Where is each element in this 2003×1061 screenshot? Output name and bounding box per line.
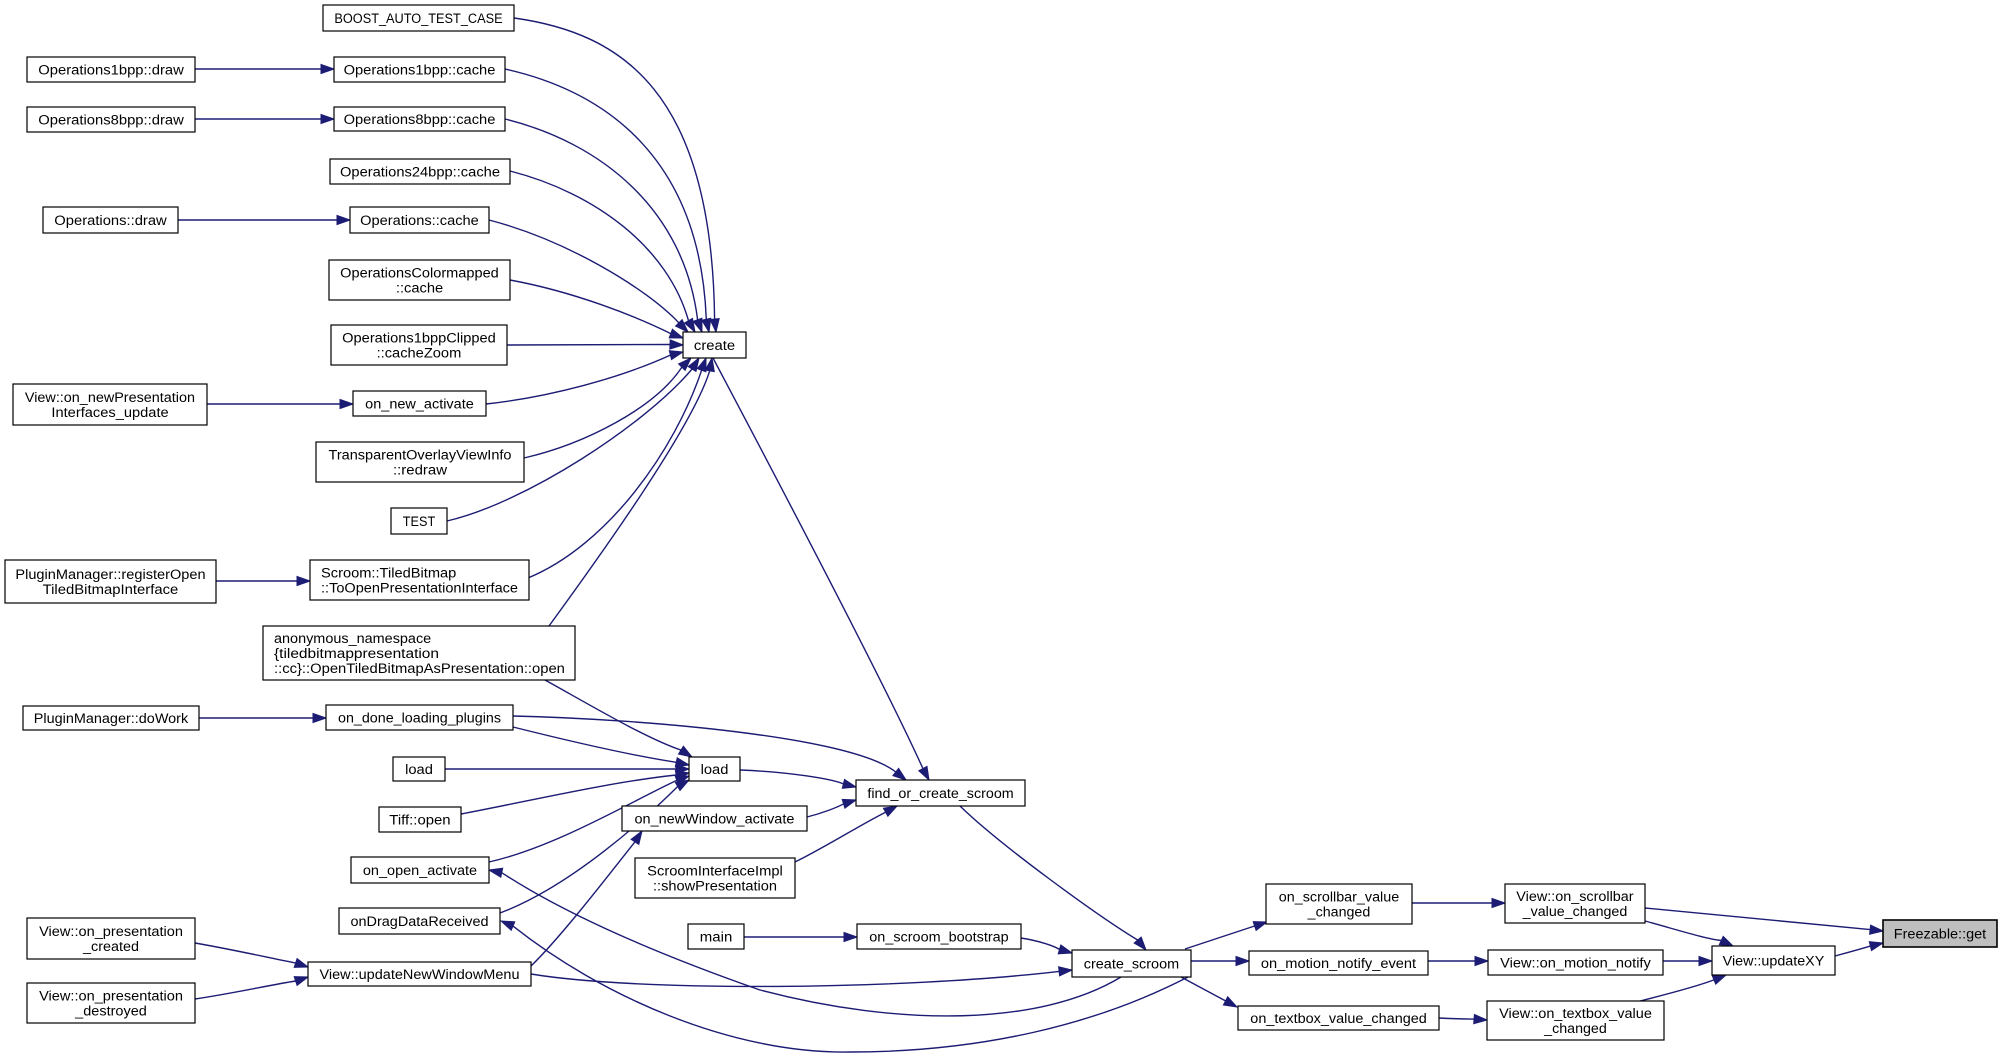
svg-text:Operations::draw: Operations::draw bbox=[54, 213, 167, 228]
svg-text:::cache: ::cache bbox=[396, 281, 443, 296]
svg-text:Operations1bpp::cache: Operations1bpp::cache bbox=[344, 63, 496, 78]
svg-text:on_new_activate: on_new_activate bbox=[365, 397, 474, 412]
svg-text:Operations1bpp::draw: Operations1bpp::draw bbox=[38, 63, 184, 78]
svg-text:TiledBitmapInterface: TiledBitmapInterface bbox=[43, 582, 179, 597]
svg-text:PluginManager::doWork: PluginManager::doWork bbox=[34, 711, 189, 726]
svg-text:::redraw: ::redraw bbox=[393, 463, 447, 478]
svg-text:OperationsColormapped: OperationsColormapped bbox=[340, 266, 499, 281]
svg-text:on_done_loading_plugins: on_done_loading_plugins bbox=[338, 711, 501, 726]
svg-text:anonymous_namespace: anonymous_namespace bbox=[274, 631, 431, 646]
svg-text:::cacheZoom: ::cacheZoom bbox=[377, 346, 462, 361]
svg-text:TransparentOverlayViewInfo: TransparentOverlayViewInfo bbox=[329, 448, 512, 463]
svg-text:create: create bbox=[694, 338, 735, 353]
svg-text:main: main bbox=[700, 930, 733, 945]
svg-text:{tiledbitmappresentation: {tiledbitmappresentation bbox=[274, 646, 439, 661]
svg-text:View::on_scrollbar: View::on_scrollbar bbox=[1516, 889, 1634, 904]
svg-text:find_or_create_scroom: find_or_create_scroom bbox=[867, 786, 1013, 801]
svg-text:::showPresentation: ::showPresentation bbox=[653, 879, 777, 894]
svg-text:Operations24bpp::cache: Operations24bpp::cache bbox=[340, 165, 500, 180]
svg-text:View::on_presentation: View::on_presentation bbox=[39, 989, 183, 1004]
svg-text:on_scroom_bootstrap: on_scroom_bootstrap bbox=[869, 930, 1008, 945]
svg-text:::ToOpenPresentationInterface: ::ToOpenPresentationInterface bbox=[321, 581, 518, 596]
svg-text:_destroyed: _destroyed bbox=[74, 1004, 147, 1019]
svg-text:Interfaces_update: Interfaces_update bbox=[51, 405, 168, 420]
svg-text:BOOST_AUTO_TEST_CASE: BOOST_AUTO_TEST_CASE bbox=[334, 11, 502, 26]
svg-text:ScroomInterfaceImpl: ScroomInterfaceImpl bbox=[647, 864, 783, 879]
svg-text:load: load bbox=[405, 762, 433, 777]
svg-text:View::on_motion_notify: View::on_motion_notify bbox=[1500, 956, 1651, 971]
svg-text:View::updateXY: View::updateXY bbox=[1723, 954, 1825, 969]
svg-text:Operations8bpp::draw: Operations8bpp::draw bbox=[38, 113, 184, 128]
svg-text:on_newWindow_activate: on_newWindow_activate bbox=[635, 812, 795, 827]
svg-text:Operations8bpp::cache: Operations8bpp::cache bbox=[344, 112, 496, 127]
svg-text:on_motion_notify_event: on_motion_notify_event bbox=[1261, 956, 1416, 971]
svg-text:View::on_presentation: View::on_presentation bbox=[39, 924, 183, 939]
svg-text:View::updateNewWindowMenu: View::updateNewWindowMenu bbox=[320, 967, 520, 982]
svg-text:on_textbox_value_changed: on_textbox_value_changed bbox=[1250, 1011, 1427, 1026]
svg-text:_changed: _changed bbox=[1307, 905, 1371, 920]
svg-text:_changed: _changed bbox=[1543, 1021, 1607, 1036]
svg-text:TEST: TEST bbox=[403, 514, 435, 529]
svg-text:on_scrollbar_value: on_scrollbar_value bbox=[1279, 890, 1399, 905]
svg-text:create_scroom: create_scroom bbox=[1084, 957, 1179, 972]
svg-text:Operations::cache: Operations::cache bbox=[360, 213, 479, 228]
svg-text:Operations1bppClipped: Operations1bppClipped bbox=[342, 331, 496, 346]
svg-text:Tiff::open: Tiff::open bbox=[389, 813, 450, 828]
svg-text:View::on_newPresentation: View::on_newPresentation bbox=[25, 390, 195, 405]
svg-text:PluginManager::registerOpen: PluginManager::registerOpen bbox=[15, 567, 205, 582]
svg-text:on_open_activate: on_open_activate bbox=[363, 863, 477, 878]
svg-text:_value_changed: _value_changed bbox=[1522, 904, 1628, 919]
svg-text:onDragDataReceived: onDragDataReceived bbox=[351, 914, 489, 929]
svg-text:Freezable::get: Freezable::get bbox=[1894, 927, 1987, 942]
svg-text:View::on_textbox_value: View::on_textbox_value bbox=[1499, 1006, 1652, 1021]
svg-text:load: load bbox=[701, 762, 729, 777]
svg-text:Scroom::TiledBitmap: Scroom::TiledBitmap bbox=[321, 566, 456, 581]
svg-text:_created: _created bbox=[82, 939, 139, 954]
svg-text:::cc}::OpenTiledBitmapAsPresen: ::cc}::OpenTiledBitmapAsPresentation::op… bbox=[274, 661, 565, 676]
